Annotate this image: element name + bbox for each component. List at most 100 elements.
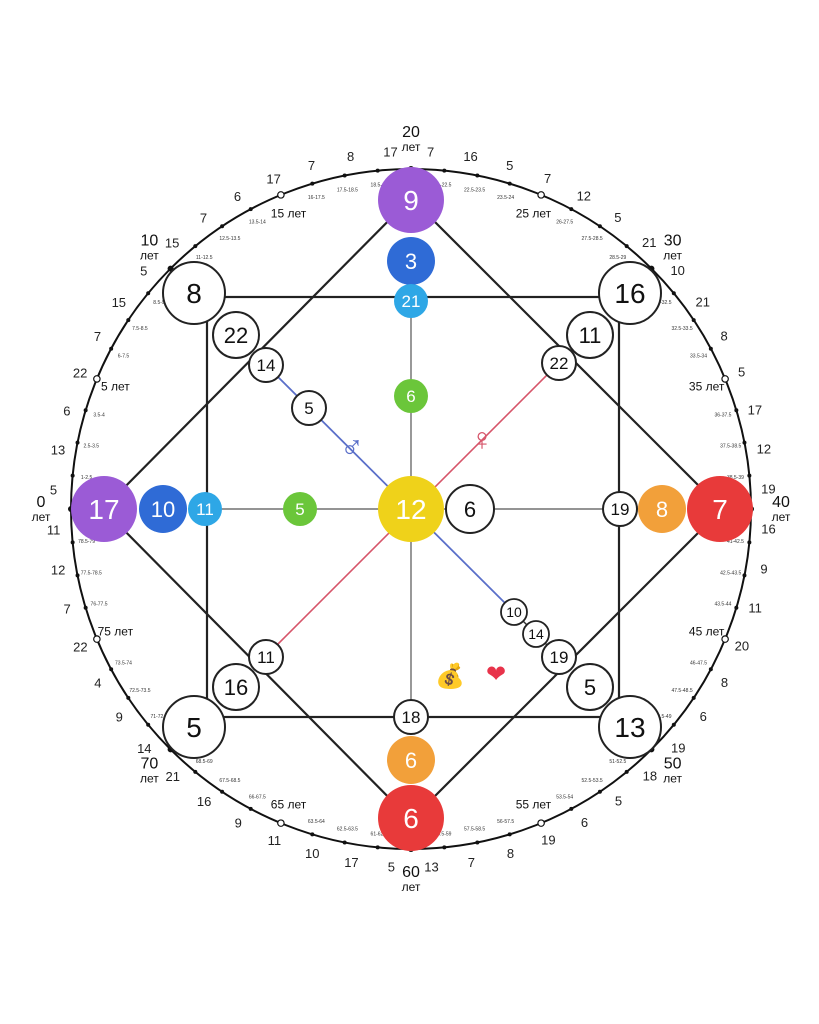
age-range-label: 16-17.5: [308, 195, 325, 201]
node-left-mid[interactable]: 5: [283, 492, 317, 526]
ring-number: 14: [137, 741, 151, 756]
age-range-dot: [691, 318, 696, 323]
age-range-label: 46-47.5: [690, 661, 707, 667]
node-top-left-inner[interactable]: 22: [212, 311, 260, 359]
node-top-right-inner2[interactable]: 22: [541, 345, 577, 381]
node-right-inner[interactable]: 8: [638, 485, 686, 533]
node-top-left-inner2[interactable]: 14: [248, 347, 284, 383]
age-range-dot: [569, 806, 574, 811]
ring-number: 4: [94, 676, 101, 691]
decade-unit: лет: [140, 248, 159, 262]
age-range-dot: [734, 605, 739, 610]
ring-number: 5: [615, 794, 622, 809]
node-right[interactable]: 7: [687, 476, 753, 542]
decade-number: 50: [664, 756, 682, 773]
half-decade-dot: [277, 819, 285, 827]
node-diag-a[interactable]: 10: [500, 598, 528, 626]
ring-number: 15: [112, 295, 126, 310]
node-center[interactable]: 12: [378, 476, 444, 542]
svg-text:6: 6: [403, 803, 419, 834]
age-range-label: 76-77.5: [91, 602, 108, 608]
node-bottom-left-inner[interactable]: 16: [212, 663, 260, 711]
male-symbol-icon: ♂: [340, 429, 364, 465]
node-top-right-inner[interactable]: 11: [566, 311, 614, 359]
ring-number: 8: [347, 149, 354, 164]
node-bottom-left-inner2[interactable]: 11: [248, 639, 284, 675]
age-range-dot: [342, 840, 347, 845]
ring-number: 5: [506, 158, 513, 173]
ring-number: 22: [73, 365, 87, 380]
node-top-mid[interactable]: 6: [394, 379, 428, 413]
ring-number: 5: [614, 210, 621, 225]
node-bottom[interactable]: 6: [378, 785, 444, 851]
ring-number: 17: [344, 855, 358, 870]
age-range-label: 6-7.5: [118, 353, 130, 359]
ring-number: 19: [541, 833, 555, 848]
node-bottom-inner[interactable]: 6: [387, 736, 435, 784]
ring-number: 10: [305, 846, 319, 861]
node-bottom-inner2[interactable]: 18: [393, 699, 429, 735]
node-right-mid[interactable]: 6: [445, 484, 495, 534]
age-range-label: 18.5-19: [371, 183, 388, 189]
ring-number: 17: [748, 403, 762, 418]
svg-text:13: 13: [614, 712, 645, 743]
ring-number: 9: [116, 709, 123, 724]
ring-number: 7: [200, 210, 207, 225]
ring-number: 5: [388, 859, 395, 874]
age-range-label: 41-42.5: [727, 539, 744, 545]
age-range-dot: [193, 244, 198, 249]
node-left[interactable]: 17: [71, 476, 137, 542]
age-range-label: 11-12.5: [196, 255, 213, 261]
half-decade-label: 35 лет: [689, 380, 725, 394]
svg-text:18: 18: [402, 708, 421, 727]
age-range-dot: [75, 440, 80, 445]
ring-number: 8: [721, 328, 728, 343]
ring-number: 21: [166, 769, 180, 784]
decade-unit: лет: [663, 248, 682, 262]
svg-text:14: 14: [257, 356, 276, 375]
node-left-inner[interactable]: 10: [139, 485, 187, 533]
decade-unit: лет: [772, 510, 791, 524]
age-range-label: 56-57.5: [497, 819, 514, 825]
node-top-left[interactable]: 8: [162, 261, 226, 325]
age-range-label: 48.5-49: [655, 714, 672, 720]
ring-number: 10: [670, 263, 684, 278]
svg-text:6: 6: [405, 748, 417, 773]
node-top-left-mid[interactable]: 5: [291, 390, 327, 426]
age-range-dot: [475, 173, 480, 178]
node-bottom-left[interactable]: 5: [162, 695, 226, 759]
decade-unit: лет: [140, 772, 159, 786]
age-range-dot: [708, 346, 713, 351]
svg-text:22: 22: [224, 323, 248, 348]
half-decade-dot: [277, 191, 285, 199]
age-range-dot: [475, 840, 480, 845]
svg-text:16: 16: [224, 675, 248, 700]
node-top-inner2[interactable]: 21: [394, 284, 428, 318]
age-range-label: 37.5-38.5: [720, 443, 741, 449]
age-range-dot: [310, 832, 315, 837]
ring-number: 16: [197, 794, 211, 809]
ring-number: 8: [507, 846, 514, 861]
svg-text:5: 5: [584, 675, 596, 700]
node-top-right[interactable]: 16: [598, 261, 662, 325]
node-bottom-right-inner[interactable]: 5: [566, 663, 614, 711]
age-range-dot: [248, 207, 253, 212]
heart-icon: ❤: [486, 661, 506, 688]
node-top-inner[interactable]: 3: [387, 237, 435, 285]
decade-number: 30: [664, 232, 682, 249]
node-top[interactable]: 9: [378, 167, 444, 233]
svg-text:6: 6: [464, 497, 476, 522]
svg-text:6: 6: [406, 387, 415, 406]
age-range-dot: [248, 806, 253, 811]
node-left-inner2[interactable]: 11: [188, 492, 222, 526]
node-diag-b[interactable]: 14: [522, 620, 550, 648]
age-range-dot: [507, 832, 512, 837]
matrix-nodes: 9 3 21 6 17 10 11 5 7 8 19 6 6 6 18 8 22…: [71, 167, 753, 851]
node-right-inner2[interactable]: 19: [602, 491, 638, 527]
node-bottom-right-inner2[interactable]: 19: [541, 639, 577, 675]
node-bottom-right[interactable]: 13: [598, 695, 662, 759]
age-range-labels: 1-2.52.5-3.53.5-46-7.57.5-8.58.5-911-12.…: [70, 168, 752, 850]
